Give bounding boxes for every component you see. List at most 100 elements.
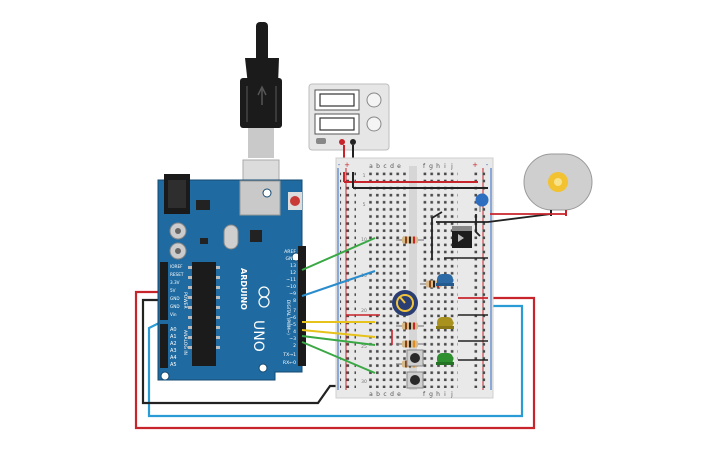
row-number-30: 30 (361, 379, 367, 385)
column-letter-c: c (383, 163, 386, 170)
arduino-model-label: UNO (250, 320, 266, 352)
led-green[interactable] (436, 353, 454, 365)
column-letter-e: e (397, 163, 401, 170)
led-blue[interactable] (436, 274, 454, 286)
row-number-25: 25 (361, 344, 367, 350)
resistor-button-1[interactable] (396, 340, 424, 348)
row-number-1: 1 (363, 173, 366, 179)
header-label-gnd1: GND (170, 296, 180, 301)
column-letter-e-bottom: e (397, 391, 401, 398)
analog-section-label: ANALOG IN (182, 330, 188, 355)
header-label-gnd2: GND (170, 304, 180, 309)
column-letter-g-bottom: g (429, 391, 433, 398)
analog-label-a3: A3 (170, 348, 177, 354)
black-ground-wire[interactable] (141, 298, 345, 405)
digital-label-11: ~11 (286, 277, 296, 283)
header-label-vin: Vin (170, 312, 177, 317)
blue-loop-wire[interactable] (147, 304, 524, 418)
row-number-15: 15 (361, 273, 367, 279)
digital-section-label: DIGITAL (PWM~) (286, 300, 291, 335)
digital-label-gnd: GND (285, 256, 296, 262)
digital-header (298, 246, 306, 366)
column-letter-i: i (444, 163, 446, 170)
green-wire-pin5[interactable] (301, 335, 376, 346)
column-letter-i-bottom: i (444, 391, 446, 398)
arduino-brand-label: ARDUINO (239, 268, 248, 310)
column-letter-f: f (423, 163, 426, 170)
column-letter-a-bottom: a (369, 391, 373, 398)
analog-label-a0: A0 (170, 327, 177, 333)
potentiometer[interactable] (392, 290, 418, 316)
digital-label-rx: RX←0 (283, 360, 296, 366)
digital-label-13: 13 (290, 263, 296, 269)
green-wire-pin12[interactable] (301, 237, 376, 271)
digital-label-7: 7 (293, 308, 296, 314)
pushbutton[interactable] (406, 349, 424, 367)
analog-label-a2: A2 (170, 341, 177, 347)
digital-label-6: ~6 (289, 315, 296, 321)
pushbutton-2[interactable] (406, 371, 424, 389)
row-number-20: 20 (361, 308, 367, 314)
digital-label-5: ~5 (289, 322, 296, 328)
column-letter-f-bottom: f (423, 391, 426, 398)
analog-label-a5: A5 (170, 362, 177, 368)
loop-wires (134, 290, 536, 430)
power-section-label: POWER (182, 292, 188, 309)
row-number-5: 5 (363, 202, 366, 208)
dc-motor[interactable] (523, 153, 593, 216)
column-letter-b-bottom: b (376, 391, 380, 398)
led-yellow[interactable] (436, 317, 454, 329)
rail-plus-label: + (344, 161, 350, 169)
column-letter-h-bottom: h (436, 391, 440, 398)
motor-black-lead[interactable] (436, 213, 552, 223)
rail-minus-label: - (338, 161, 341, 169)
yellow-wire-pin6[interactable] (301, 329, 376, 338)
capacitor[interactable] (475, 193, 489, 213)
resistor[interactable] (396, 236, 424, 244)
power-header (160, 262, 168, 320)
rail-plus-label-right: + (472, 161, 478, 169)
column-letter-d-bottom: d (390, 391, 394, 398)
column-letter-g: g (429, 163, 433, 170)
transistor[interactable] (452, 226, 472, 248)
digital-label-2: 2 (293, 343, 296, 349)
reset-button[interactable] (290, 196, 300, 206)
digital-label-10: ~10 (286, 284, 296, 290)
blue-wire-pin9[interactable] (301, 270, 376, 297)
breadboard-wires (343, 172, 488, 361)
digital-label-3: ~3 (289, 336, 296, 342)
current-knob[interactable] (366, 116, 382, 132)
header-label-5v: 5V (170, 288, 176, 293)
voltage-knob[interactable] (366, 92, 382, 108)
header-label-ioref: IOREF (170, 264, 183, 269)
column-letter-c-bottom: c (383, 391, 386, 398)
digital-label-tx: TX→1 (282, 352, 296, 358)
signal-wires (301, 237, 376, 374)
column-letter-b: b (376, 163, 380, 170)
microcontroller-chip (192, 262, 216, 366)
column-letter-j-bottom: j (450, 391, 453, 398)
digital-label-4: 4 (293, 329, 296, 335)
power-switch[interactable] (316, 138, 326, 144)
digital-label-8: 8 (293, 298, 296, 304)
column-letter-d: d (390, 163, 394, 170)
green-wire-pin4[interactable] (301, 341, 376, 374)
column-letter-a: a (369, 163, 373, 170)
column-letter-h: h (436, 163, 440, 170)
digital-label-9: ~9 (289, 291, 296, 297)
row-number-10: 10 (361, 237, 367, 243)
digital-label-aref: AREF (284, 249, 296, 255)
power-supply[interactable] (308, 83, 390, 151)
resistor-led-yellow[interactable] (396, 322, 424, 330)
analog-header (160, 324, 168, 368)
digital-label-12: 12 (290, 270, 296, 276)
analog-label-a4: A4 (170, 355, 177, 361)
header-label-reset: RESET (170, 272, 184, 277)
arduino-board[interactable]: IOREF RESET 3.3V 5V GND GND Vin A0 A1 A2… (157, 174, 306, 381)
rail-minus-label-right: - (486, 161, 489, 169)
column-letter-j: j (450, 163, 453, 170)
header-label-3v3: 3.3V (170, 280, 180, 285)
usb-port (239, 180, 281, 216)
red-loop-wire[interactable] (134, 290, 536, 430)
